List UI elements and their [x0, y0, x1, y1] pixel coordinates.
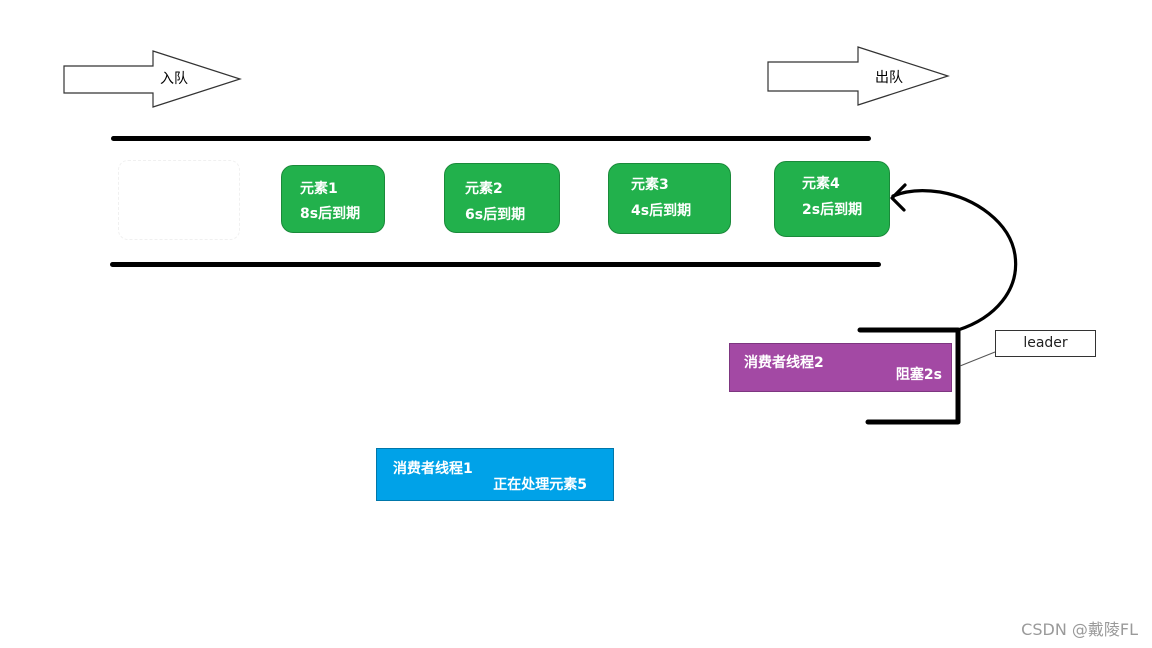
element-name: 元素1 — [300, 181, 338, 197]
element-expiry: 2s后到期 — [802, 202, 863, 218]
consumer2-bracket — [857, 327, 961, 425]
queue-bottom-rail — [110, 262, 881, 267]
wait-arrow-curve — [891, 189, 1018, 332]
element-name: 元素3 — [631, 177, 669, 193]
enqueue-arrow — [63, 50, 242, 108]
element-expiry: 4s后到期 — [631, 203, 692, 219]
queue-element-1: 元素1 8s后到期 — [281, 165, 385, 233]
consumer-title: 消费者线程2 — [744, 355, 824, 371]
dequeue-arrow — [767, 46, 950, 106]
wait-arrow-head — [890, 183, 907, 212]
element-name: 元素2 — [465, 181, 503, 197]
queue-element-3: 元素3 4s后到期 — [608, 163, 731, 234]
queue-element-2: 元素2 6s后到期 — [444, 163, 560, 233]
element-expiry: 6s后到期 — [465, 207, 526, 223]
queue-top-rail — [111, 136, 871, 141]
consumer-status: 阻塞2s — [895, 367, 942, 383]
leader-pointer-line — [959, 351, 996, 367]
element-expiry: 8s后到期 — [300, 206, 361, 222]
dequeue-label: 出队 — [875, 70, 903, 86]
watermark: CSDN @戴陵FL — [1021, 620, 1138, 639]
queue-element-4: 元素4 2s后到期 — [774, 161, 890, 237]
element-name: 元素4 — [802, 176, 840, 192]
consumer-status: 正在处理元素5 — [493, 477, 587, 493]
consumer-thread-1: 消费者线程1 正在处理元素5 — [376, 448, 614, 501]
consumer-thread-2: 消费者线程2 阻塞2s — [729, 343, 952, 392]
empty-queue-slot — [118, 160, 240, 240]
leader-label: leader — [995, 330, 1096, 357]
enqueue-label: 入队 — [160, 71, 188, 87]
consumer-title: 消费者线程1 — [393, 461, 473, 477]
